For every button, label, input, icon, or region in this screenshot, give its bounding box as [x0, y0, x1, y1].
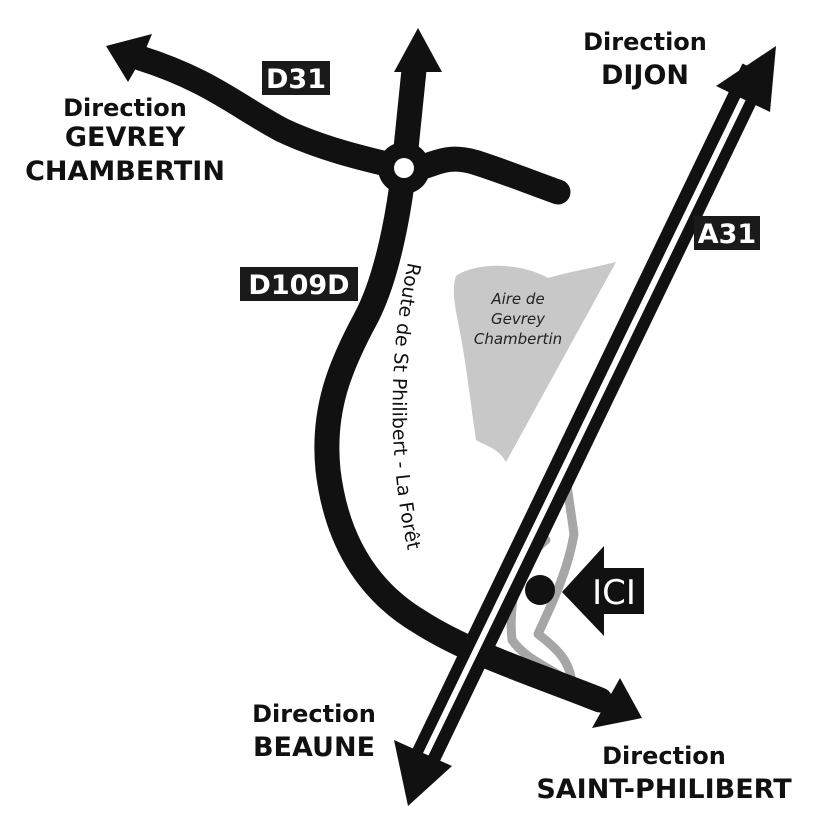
badge-d109d-label: D109D: [248, 270, 349, 301]
location-dot-icon: [525, 575, 555, 605]
direction-beaune: Direction BEAUNE: [252, 700, 376, 763]
rest-area-zone: [453, 262, 616, 462]
road-a31-median: [419, 73, 757, 765]
rest-area-label: Aire de Gevrey Chambertin: [474, 290, 562, 348]
rest-area-line1: Aire de: [490, 290, 544, 308]
arrow-north-icon: [394, 28, 442, 72]
direction-gevrey-line2: CHAMBERTIN: [25, 156, 225, 187]
badge-d31: D31: [262, 61, 330, 95]
direction-beaune-prefix: Direction: [252, 700, 376, 728]
arrow-northwest-icon: [106, 34, 152, 82]
pointer-arrow-left-icon: [562, 546, 644, 636]
ici-label: ICI: [592, 573, 636, 613]
ici-pointer: ICI: [562, 546, 644, 636]
direction-gevrey-prefix: Direction: [63, 94, 187, 122]
direction-dijon-name: DIJON: [601, 60, 689, 91]
direction-saint-philibert-name: SAINT-PHILIBERT: [536, 774, 792, 805]
direction-gevrey: Direction GEVREY CHAMBERTIN: [25, 94, 225, 187]
arrow-southwest-icon: [394, 740, 452, 806]
direction-gevrey-line1: GEVREY: [65, 122, 186, 153]
badge-a31: A31: [694, 216, 760, 250]
direction-saint-philibert: Direction SAINT-PHILIBERT: [536, 742, 792, 805]
direction-dijon: Direction DIJON: [583, 28, 707, 91]
rest-area-line2: Gevrey: [491, 310, 546, 328]
badge-d109d: D109D: [240, 267, 358, 301]
direction-dijon-prefix: Direction: [583, 28, 707, 56]
direction-saint-philibert-prefix: Direction: [602, 742, 726, 770]
roundabout-icon: [378, 142, 430, 194]
badge-a31-label: A31: [698, 219, 756, 250]
arrow-southeast-icon: [592, 678, 642, 728]
badge-d31-label: D31: [266, 64, 326, 95]
rest-area-line3: Chambertin: [474, 330, 562, 348]
arrow-northeast-icon: [716, 46, 776, 112]
direction-beaune-name: BEAUNE: [253, 732, 375, 763]
road-d109d: [314, 155, 613, 713]
route-name-label: Route de St Philibert - La Forêt: [388, 261, 425, 552]
